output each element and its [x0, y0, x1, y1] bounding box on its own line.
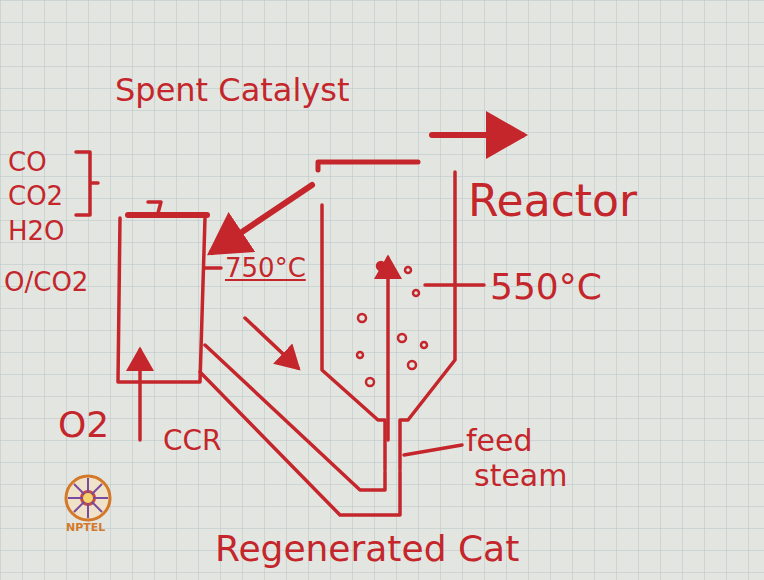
leader-line: [425, 283, 484, 287]
logo-text: NPTEL: [66, 522, 105, 535]
temperature-label: 550°C: [490, 266, 602, 307]
standpipe: [200, 372, 400, 515]
stream-label: Regenerated Cat: [215, 528, 519, 569]
nptel-logo: [66, 476, 110, 520]
gas-label: O/CO2: [4, 268, 88, 298]
reactor-top: [318, 162, 418, 170]
inlet-label: O2: [58, 404, 109, 445]
inlet-label: feed steam: [466, 424, 584, 493]
leader-line: [205, 266, 221, 270]
gas-label: CO: [8, 148, 47, 178]
flow-arrow: [432, 132, 522, 138]
process-label: CCR: [163, 425, 222, 457]
flow-arrow: [245, 318, 298, 368]
regenerator-top: [128, 212, 207, 218]
spent-catalyst-line: [212, 185, 312, 252]
stream-label: Spent Catalyst: [115, 72, 390, 109]
regenerator-vessel: [118, 218, 205, 382]
catalyst-particles: [357, 262, 427, 386]
bracket: [76, 152, 98, 215]
reactor-wall: [322, 205, 385, 470]
temperature-label: 750°C: [225, 254, 306, 284]
flue-outlet: [148, 202, 161, 213]
leader-line: [404, 445, 462, 455]
vessel-label: Reactor: [468, 176, 637, 227]
air-inlet-arrow: [138, 350, 142, 440]
gas-label: CO2: [8, 182, 63, 212]
riser-arrow: [386, 258, 390, 440]
gas-label: H2O: [8, 217, 65, 247]
reactor-wall: [400, 172, 455, 470]
